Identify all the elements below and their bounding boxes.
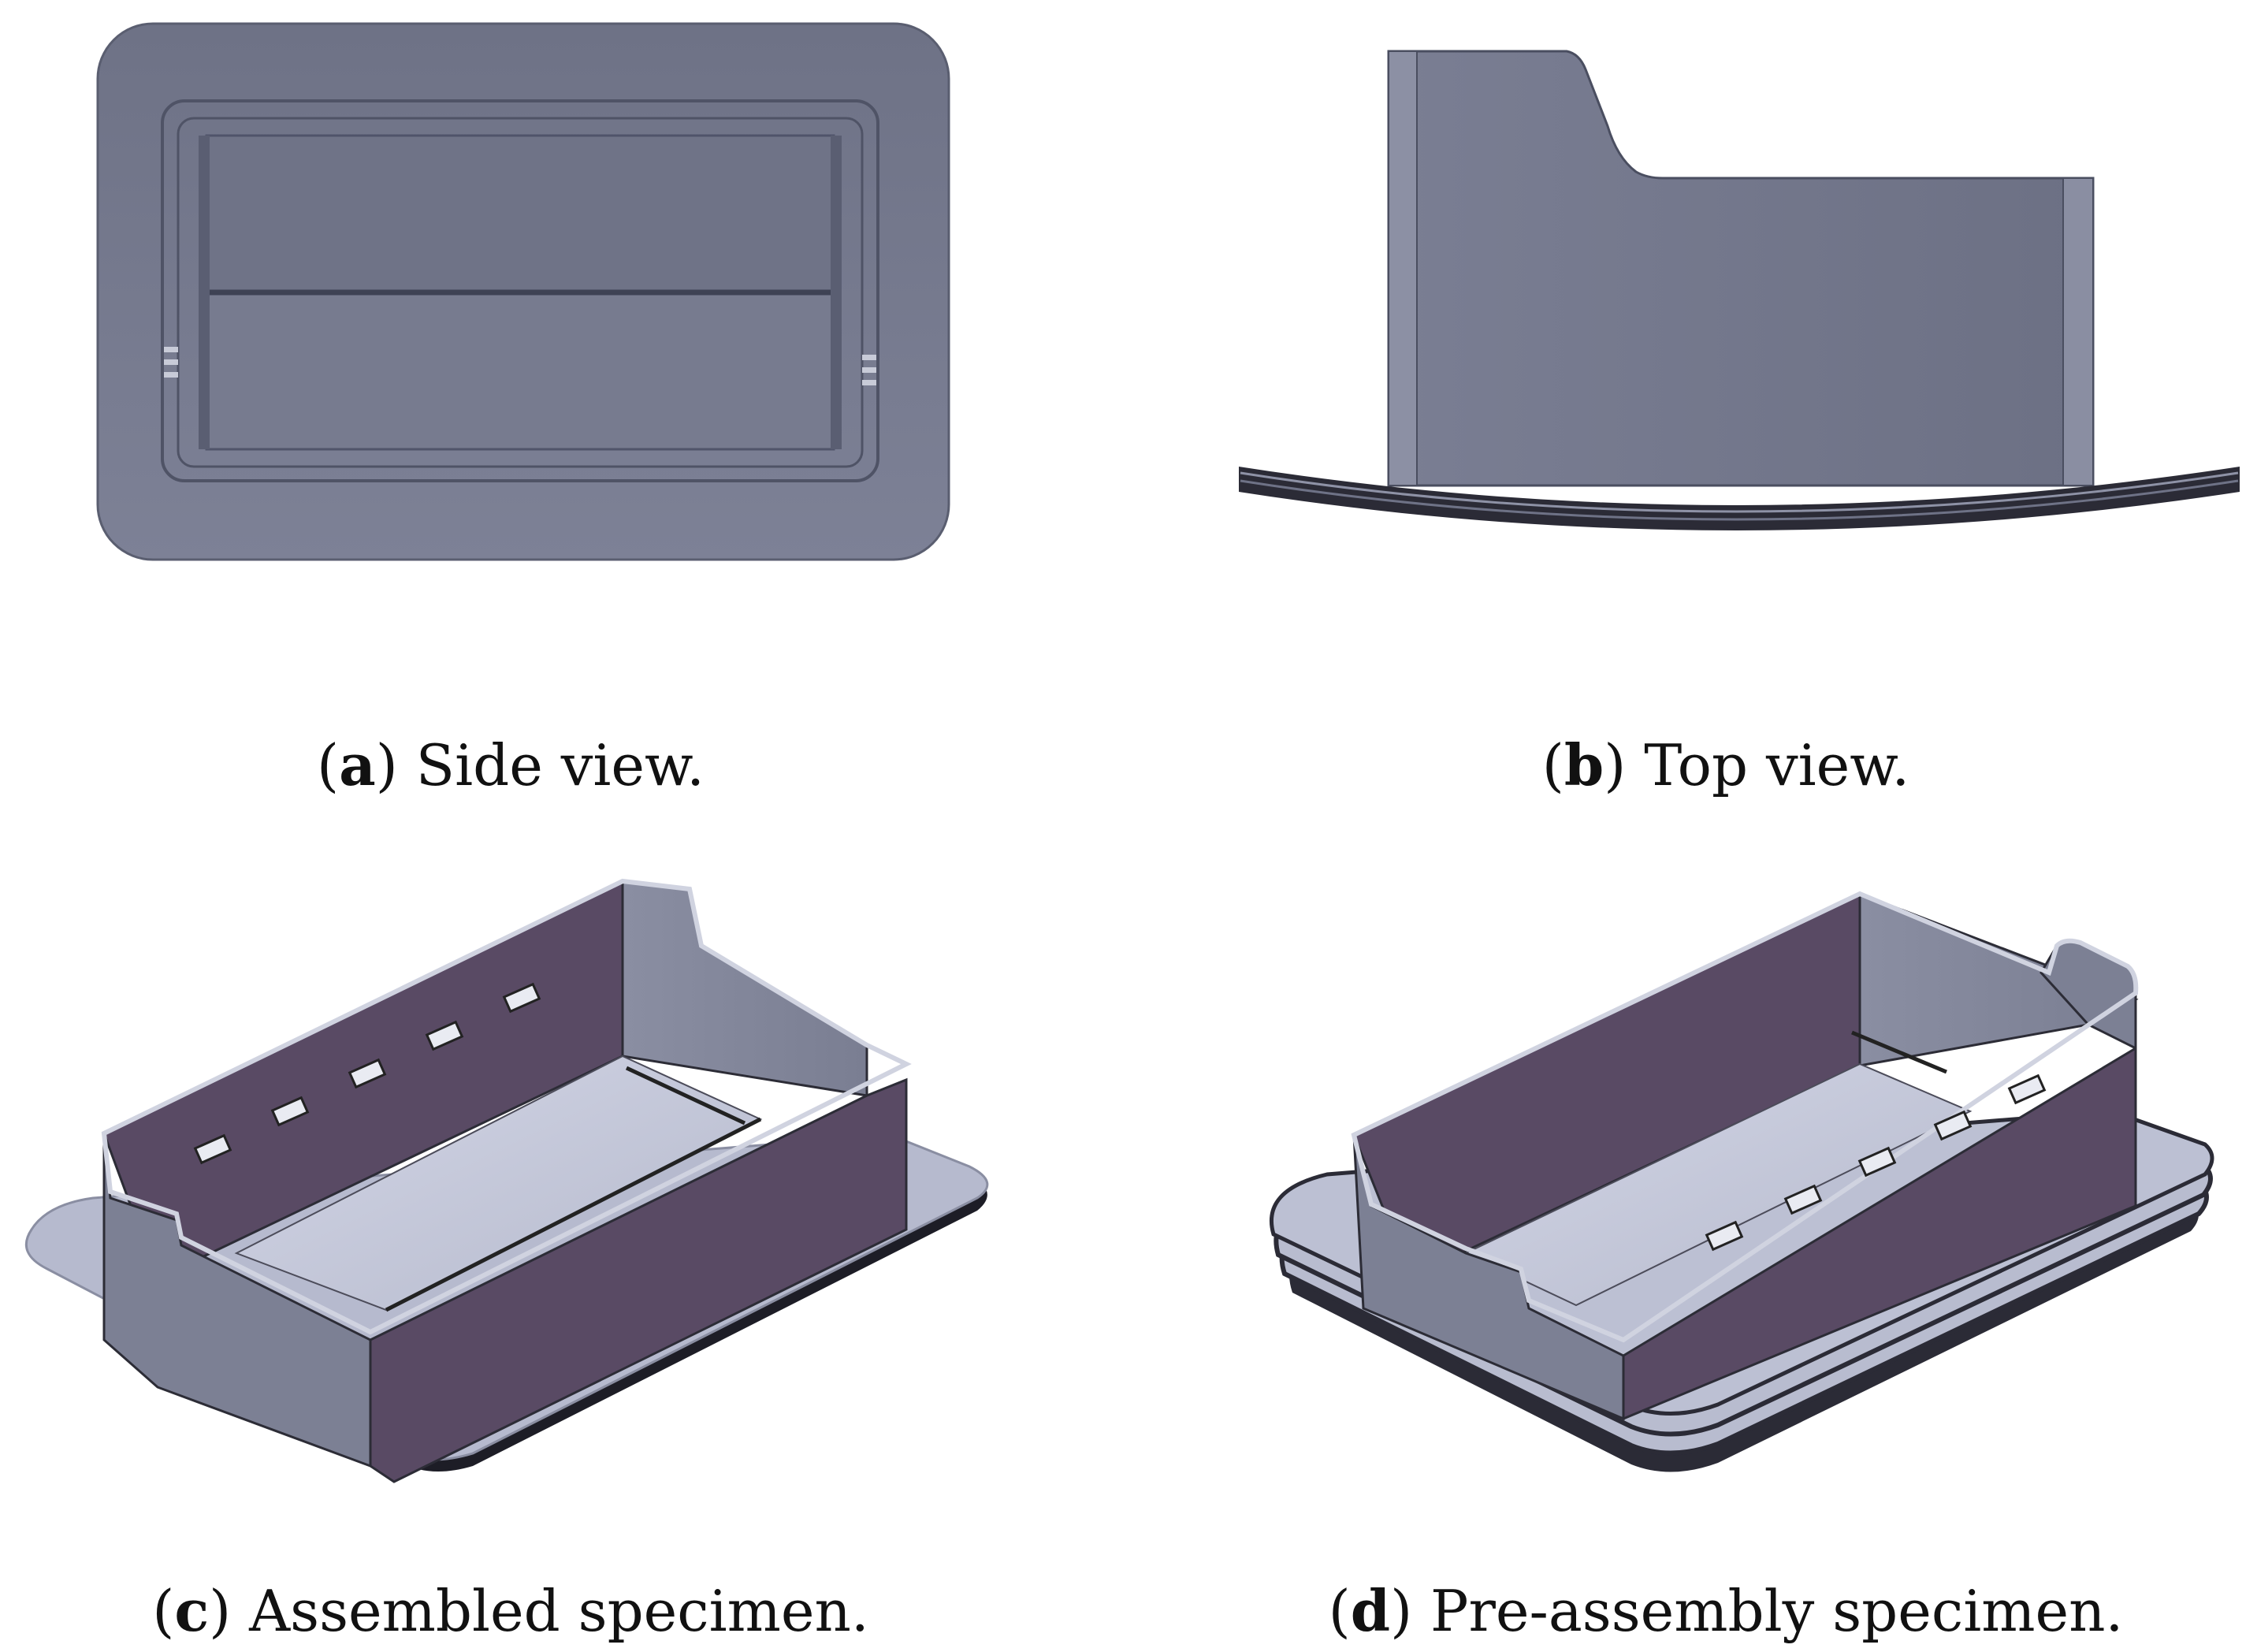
side-view-left-rail: [199, 136, 210, 449]
caption-d-letter: d: [1350, 1577, 1391, 1644]
assembled-slots: [193, 982, 541, 1165]
top-view-right-lip: [2062, 177, 2094, 486]
caption-c-letter: c: [174, 1577, 210, 1644]
side-view-frame-outer: [161, 99, 879, 482]
panel-d-pre-assembly-specimen: [1269, 891, 2214, 1472]
side-view-frame-inner: [177, 117, 864, 468]
pre-assembly-rim: [1351, 891, 2139, 1343]
assembled-slot-1: [193, 1133, 232, 1165]
caption-a: (a) Side view.: [317, 731, 705, 798]
assembled-back-wall-short: [621, 880, 868, 1097]
caption-a-letter: a: [339, 731, 376, 798]
pre-assembly-slot-1: [1705, 1220, 1744, 1252]
side-view-right-rail: [831, 136, 842, 449]
caption-b-letter: b: [1564, 731, 1604, 798]
caption-b-text: Top view.: [1644, 732, 1910, 798]
pre-assembly-floor-slot: [1851, 1030, 1947, 1074]
caption-d: (d) Pre-assembly specimen.: [1328, 1577, 2124, 1644]
assembled-rim: [101, 878, 912, 1335]
side-view-lower-window: [205, 292, 835, 451]
top-view-curved-base-outer: [1239, 467, 2240, 530]
assembled-slot-4: [425, 1020, 464, 1051]
assembled-floor-edge: [385, 1117, 762, 1312]
pre-assembly-front-wall-long: [1622, 1046, 2137, 1421]
assembled-slot-3: [348, 1058, 387, 1089]
assembled-slot-5: [502, 982, 541, 1014]
top-view-curved-base-layer2: [1240, 479, 2239, 521]
pre-assembly-front-wall-short: [1352, 1134, 1625, 1421]
caption-a-text: Side view.: [415, 732, 705, 798]
caption-b: (b) Top view.: [1541, 731, 1910, 798]
pre-assembly-slots: [1705, 1073, 2047, 1252]
side-view-right-clip: [862, 355, 876, 385]
caption-c-text: Assembled specimen.: [249, 1578, 869, 1644]
panel-b-top-view: [1239, 50, 2240, 530]
assembled-front-wall-long: [369, 1077, 908, 1483]
caption-d-text: Pre-assembly specimen.: [1430, 1578, 2124, 1644]
top-view-body: [1387, 50, 2095, 487]
pre-assembly-slot-3: [1857, 1146, 1897, 1178]
pre-assembly-slot-5: [2007, 1073, 2047, 1105]
pre-assembly-slot-4: [1933, 1110, 1973, 1141]
panel-a-side-view: [96, 22, 950, 561]
top-view-left-lip: [1388, 50, 1418, 486]
panel-c-assembled-specimen: [24, 878, 989, 1483]
side-view-left-clip: [164, 347, 178, 378]
assembled-slot-2: [270, 1096, 310, 1127]
top-view-curved-base-layer1: [1240, 471, 2239, 513]
caption-c: (c) Assembled specimen.: [152, 1577, 869, 1644]
pre-assembly-slot-2: [1783, 1184, 1823, 1215]
pre-assembly-floor: [1463, 1062, 1973, 1307]
side-view-upper-window: [205, 134, 835, 293]
assembled-floor-slot: [625, 1066, 746, 1126]
